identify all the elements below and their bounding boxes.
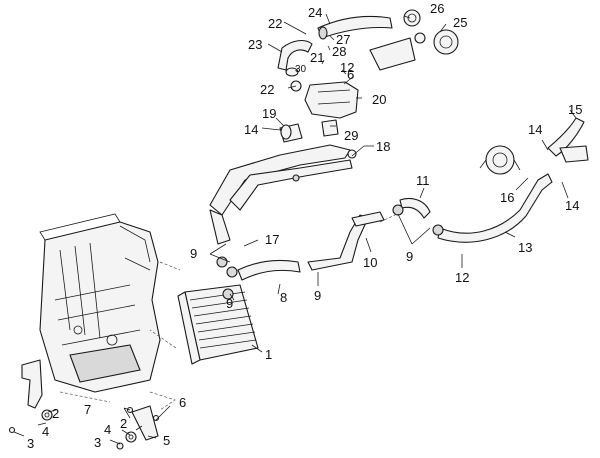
callout-22: 22 bbox=[260, 82, 274, 97]
intercooler bbox=[177, 256, 259, 365]
callout-6: 6 bbox=[347, 67, 354, 82]
callout-12: 12 bbox=[340, 60, 354, 75]
callout-12: 12 bbox=[455, 270, 469, 285]
callout-16: 16 bbox=[500, 190, 514, 205]
callout-3: 3 bbox=[94, 435, 101, 450]
callout-labels: 1 2 2 3 3 4 4 5 6 6 7 8 9 9 9 9 10 11 12… bbox=[27, 1, 582, 451]
leader-lines bbox=[13, 13, 577, 445]
valve-25 bbox=[414, 29, 459, 55]
hose-13 bbox=[432, 173, 553, 243]
callout-21: 21 bbox=[310, 50, 324, 65]
callout-14: 14 bbox=[528, 122, 542, 137]
callout-17: 17 bbox=[265, 232, 279, 247]
bottom-mount-bracket bbox=[59, 391, 176, 450]
reference-lines bbox=[149, 214, 396, 349]
hose-15 bbox=[547, 117, 589, 163]
callout-2: 2 bbox=[52, 406, 59, 421]
callout-7: 7 bbox=[84, 402, 91, 417]
callout-26: 26 bbox=[430, 1, 444, 16]
callout-9: 9 bbox=[190, 246, 197, 261]
callout-8: 8 bbox=[280, 290, 287, 305]
callout-14: 14 bbox=[244, 122, 258, 137]
callout-14: 14 bbox=[565, 198, 579, 213]
callout-24: 24 bbox=[308, 5, 322, 20]
hose-11 bbox=[392, 197, 431, 219]
clamp-14 bbox=[280, 124, 292, 140]
hose-29 bbox=[321, 119, 339, 137]
callout-23: 23 bbox=[248, 37, 262, 52]
callout-9: 9 bbox=[314, 288, 321, 303]
callout-27: 27 bbox=[336, 32, 350, 47]
hose-10 bbox=[307, 211, 385, 271]
hose-8 bbox=[237, 259, 301, 281]
callout-29: 29 bbox=[344, 128, 358, 143]
left-bracket bbox=[8, 359, 53, 434]
clamp-26 bbox=[403, 9, 421, 27]
hose-24 bbox=[317, 15, 393, 40]
hose-23 bbox=[277, 39, 313, 77]
callout-2: 2 bbox=[120, 416, 127, 431]
callout-9: 9 bbox=[406, 249, 413, 264]
callout-10: 10 bbox=[363, 255, 377, 270]
callout-5: 5 bbox=[163, 433, 170, 448]
callout-4: 4 bbox=[42, 424, 49, 439]
callout-18: 18 bbox=[376, 139, 390, 154]
callout-6: 6 bbox=[179, 395, 186, 410]
callout-22: 22 bbox=[268, 16, 282, 31]
callout-13: 13 bbox=[518, 240, 532, 255]
pipe-assembly-18 bbox=[209, 144, 357, 245]
callout-9: 9 bbox=[226, 296, 233, 311]
callout-19: 19 bbox=[262, 106, 276, 121]
turbo bbox=[479, 145, 521, 175]
callout-30: 30 bbox=[295, 64, 307, 75]
callout-11: 11 bbox=[416, 173, 430, 188]
callout-15: 15 bbox=[568, 102, 582, 117]
callout-4: 4 bbox=[104, 422, 111, 437]
resonator-20 bbox=[290, 80, 359, 119]
hose-pipe-upper bbox=[369, 37, 416, 71]
callout-1: 1 bbox=[265, 347, 272, 362]
callout-25: 25 bbox=[453, 15, 467, 30]
engine-block bbox=[39, 213, 161, 393]
callout-28: 28 bbox=[332, 44, 346, 59]
callout-20: 20 bbox=[372, 92, 386, 107]
callout-3: 3 bbox=[27, 436, 34, 451]
